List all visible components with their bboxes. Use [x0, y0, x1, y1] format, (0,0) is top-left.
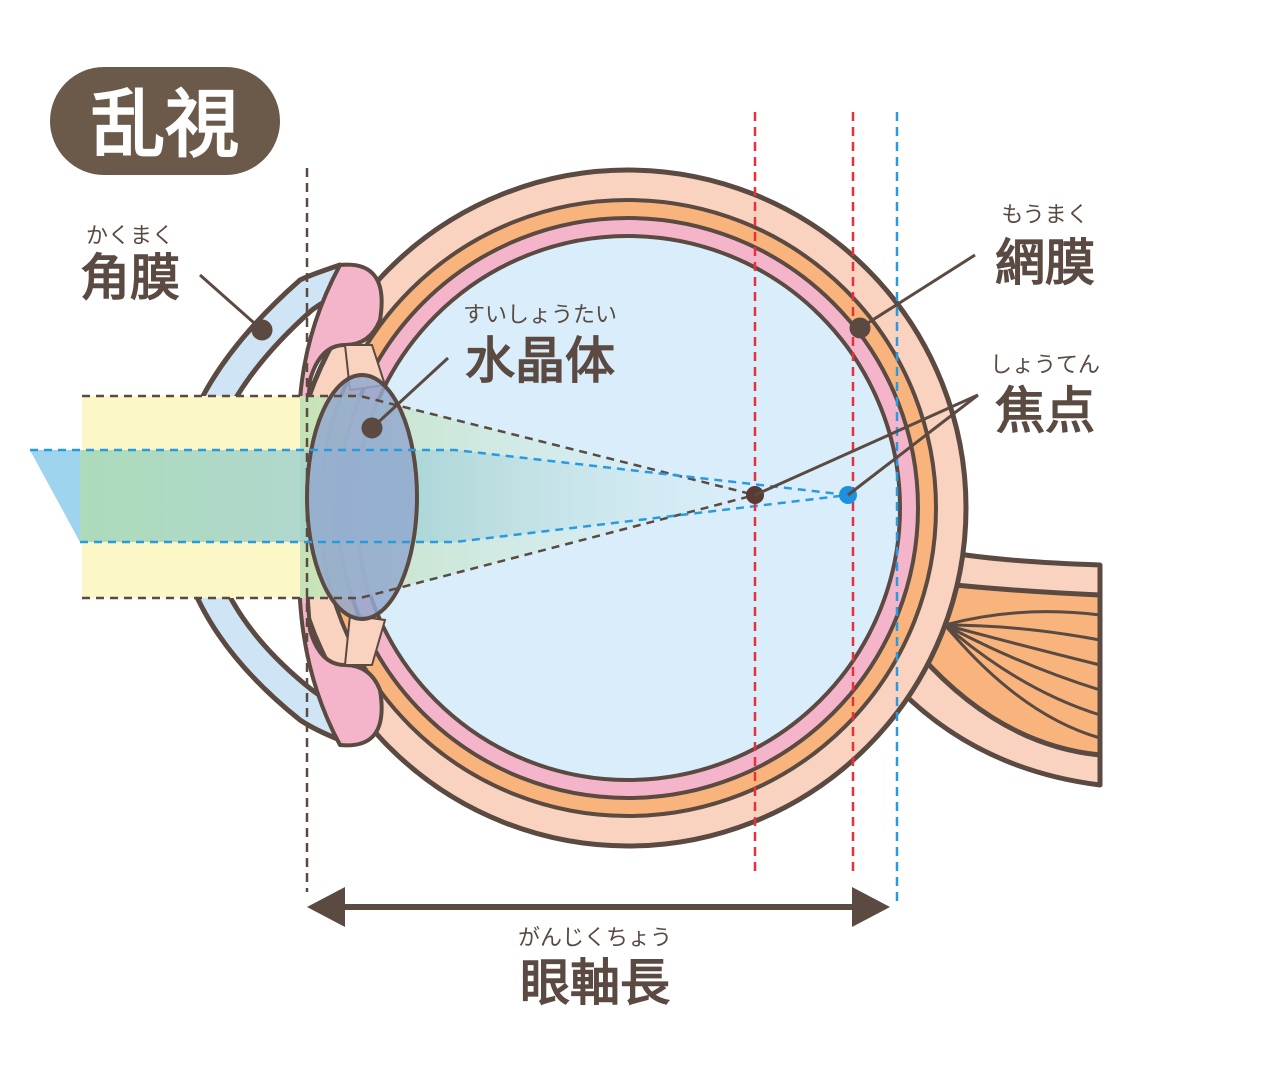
lens-label: 水晶体 — [465, 332, 615, 390]
title-badge: 乱視 — [50, 67, 280, 175]
focus-label: 焦点 — [995, 382, 1095, 440]
beam-outlines — [30, 394, 849, 600]
cornea-label: 角膜 — [80, 249, 180, 307]
page-title: 乱視 — [91, 82, 239, 168]
crystalline-lens — [305, 373, 419, 621]
leader-lines — [199, 253, 979, 497]
focus-ruby: しょうてん — [990, 353, 1100, 378]
axial-length-arrow — [307, 887, 890, 927]
lens-ruby: すいしょうたい — [463, 303, 617, 328]
retina-label: 網膜 — [995, 234, 1095, 292]
retina-ruby: もうまく — [1001, 203, 1088, 228]
axial-length-label: 眼軸長 — [520, 954, 671, 1012]
axial-length-ruby: がんじくちょう — [518, 926, 672, 951]
cornea-ruby: かくまく — [86, 224, 174, 249]
